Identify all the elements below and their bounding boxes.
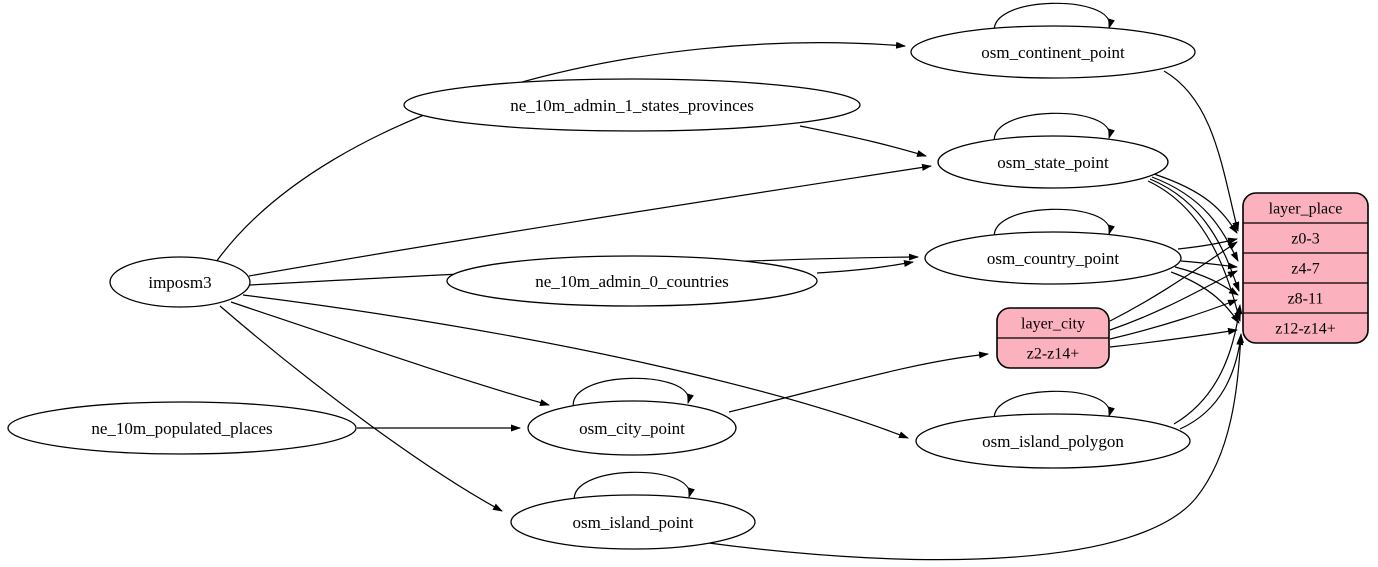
record-row-layer_place-z12-z14+: z12-z14+ (1275, 321, 1336, 338)
edge-osm_island_point-self-loop (573, 471, 695, 505)
record-row-layer_place-z8-11: z8-11 (1288, 291, 1324, 308)
edge-osm_city_point-to-layer_city:z2-z14+ (728, 351, 989, 413)
edge-osm_state_point-self-loop (993, 112, 1115, 146)
edge-osm_country_point-to-layer_place:z4-7 (1180, 260, 1238, 270)
node-osm_island_polygon: osm_island_polygon (915, 413, 1191, 469)
edge-osm_country_point-to-layer_place:z0-3 (1177, 237, 1238, 250)
edge-osm_state_point-to-layer_place:z0-3 (1153, 173, 1238, 234)
node-label-osm_island_polygon: osm_island_polygon (982, 432, 1124, 451)
record-row-layer_place-z4-7: z4-7 (1291, 261, 1319, 278)
edge-osm_island_polygon-to-layer_place:z12-z14+ (1179, 335, 1244, 430)
edge-osm_island_polygon-self-loop (993, 390, 1115, 424)
record-row-layer_city-layer_city: layer_city (1021, 316, 1085, 333)
node-label-ne_10m_admin_1_states_provinces: ne_10m_admin_1_states_provinces (510, 96, 754, 115)
table-ellipse-osm_city_point (527, 400, 737, 456)
node-label-osm_continent_point: osm_continent_point (981, 43, 1125, 62)
edge-layer (215, 2, 1244, 561)
node-layer_place: layer_place z0-3 z4-7 z8-11 z12-z14+ (1242, 192, 1369, 344)
node-osm_state_point: osm_state_point (937, 135, 1169, 189)
edge-osm_continent_point-to-layer_place:z0-3 (1163, 70, 1240, 232)
edge-imposm3-to-osm_island_point (219, 305, 503, 512)
table-ellipse-ne_10m_admin_1_states_provinces (403, 78, 861, 132)
node-label-ne_10m_admin_0_countries: ne_10m_admin_0_countries (535, 272, 729, 291)
record-row-layer_city-z2-z14+: z2-z14+ (1027, 346, 1080, 363)
edge-imposm3-to-osm_continent_point (215, 41, 906, 263)
node-label-osm_island_point: osm_island_point (573, 513, 694, 532)
edge-imposm3-to-osm_island_polygon (242, 294, 909, 439)
record-row-layer_place-layer_place: layer_place (1269, 201, 1343, 218)
edge-imposm3-to-osm_city_point (230, 301, 550, 406)
record-row-layer_place-z0-3: z0-3 (1291, 231, 1319, 248)
table-ellipse-osm_country_point (924, 231, 1182, 285)
node-osm_continent_point: osm_continent_point (910, 25, 1196, 79)
edge-layer_city-to-layer_place:z12-z14+ (1109, 327, 1238, 348)
edge-osm_island_polygon-to-layer_place:z8-11 (1173, 304, 1243, 425)
edge-osm_island_point-to-layer_place:z12-z14+ (700, 333, 1244, 561)
node-ne_10m_admin_1_states_provinces: ne_10m_admin_1_states_provinces (403, 78, 861, 132)
table-ellipse-osm_state_point (937, 135, 1169, 189)
edge-osm_state_point-to-layer_place:z8-11 (1149, 178, 1240, 292)
node-osm_country_point: osm_country_point (924, 231, 1182, 285)
edge-layer_city-to-layer_place:z0-3 (1109, 241, 1238, 322)
node-imposm3: imposm3 (109, 256, 251, 308)
node-layer: imposm3 ne_10m_admin_1_states_provincesne… (7, 25, 1369, 550)
edge-imposm3-to-osm_state_point (248, 163, 932, 277)
record-box-layer_place (1242, 192, 1369, 344)
node-label-ne_10m_populated_places: ne_10m_populated_places (91, 419, 272, 438)
table-ellipse-imposm3 (109, 256, 251, 308)
edge-layer_city-to-layer_place:z4-7 (1109, 270, 1238, 331)
edge-osm_country_point-to-layer_place:z12-z14+ (1170, 271, 1240, 324)
edge-osm_continent_point-self-loop (993, 2, 1115, 36)
table-ellipse-ne_10m_populated_places (7, 401, 357, 455)
table-ellipse-osm_island_polygon (915, 413, 1191, 469)
edge-osm_city_point-self-loop (572, 377, 694, 411)
edge-osm_country_point-to-layer_place:z8-11 (1174, 266, 1239, 296)
node-osm_city_point: osm_city_point (527, 400, 737, 456)
edge-ne_10m_admin_1_states_provinces-to-osm_state_point (799, 125, 927, 157)
edge-layer_city-to-layer_place:z8-11 (1109, 299, 1238, 340)
table-ellipse-ne_10m_admin_0_countries (446, 255, 818, 307)
node-label-osm_city_point: osm_city_point (579, 419, 685, 438)
node-layer_city: layer_city z2-z14+ (996, 307, 1110, 369)
edge-osm_country_point-self-loop (993, 208, 1115, 242)
edge-osm_state_point-to-layer_place:z4-7 (1151, 176, 1239, 262)
node-label-osm_state_point: osm_state_point (997, 153, 1109, 172)
node-ne_10m_populated_places: ne_10m_populated_places (7, 401, 357, 455)
node-osm_island_point: osm_island_point (510, 494, 756, 550)
edge-ne_10m_admin_0_countries-to-osm_country_point (816, 260, 914, 274)
node-label-osm_country_point: osm_country_point (987, 249, 1119, 268)
node-label-imposm3: imposm3 (148, 273, 211, 292)
node-ne_10m_admin_0_countries: ne_10m_admin_0_countries (446, 255, 818, 307)
table-ellipse-osm_continent_point (910, 25, 1196, 79)
table-ellipse-osm_island_point (510, 494, 756, 550)
